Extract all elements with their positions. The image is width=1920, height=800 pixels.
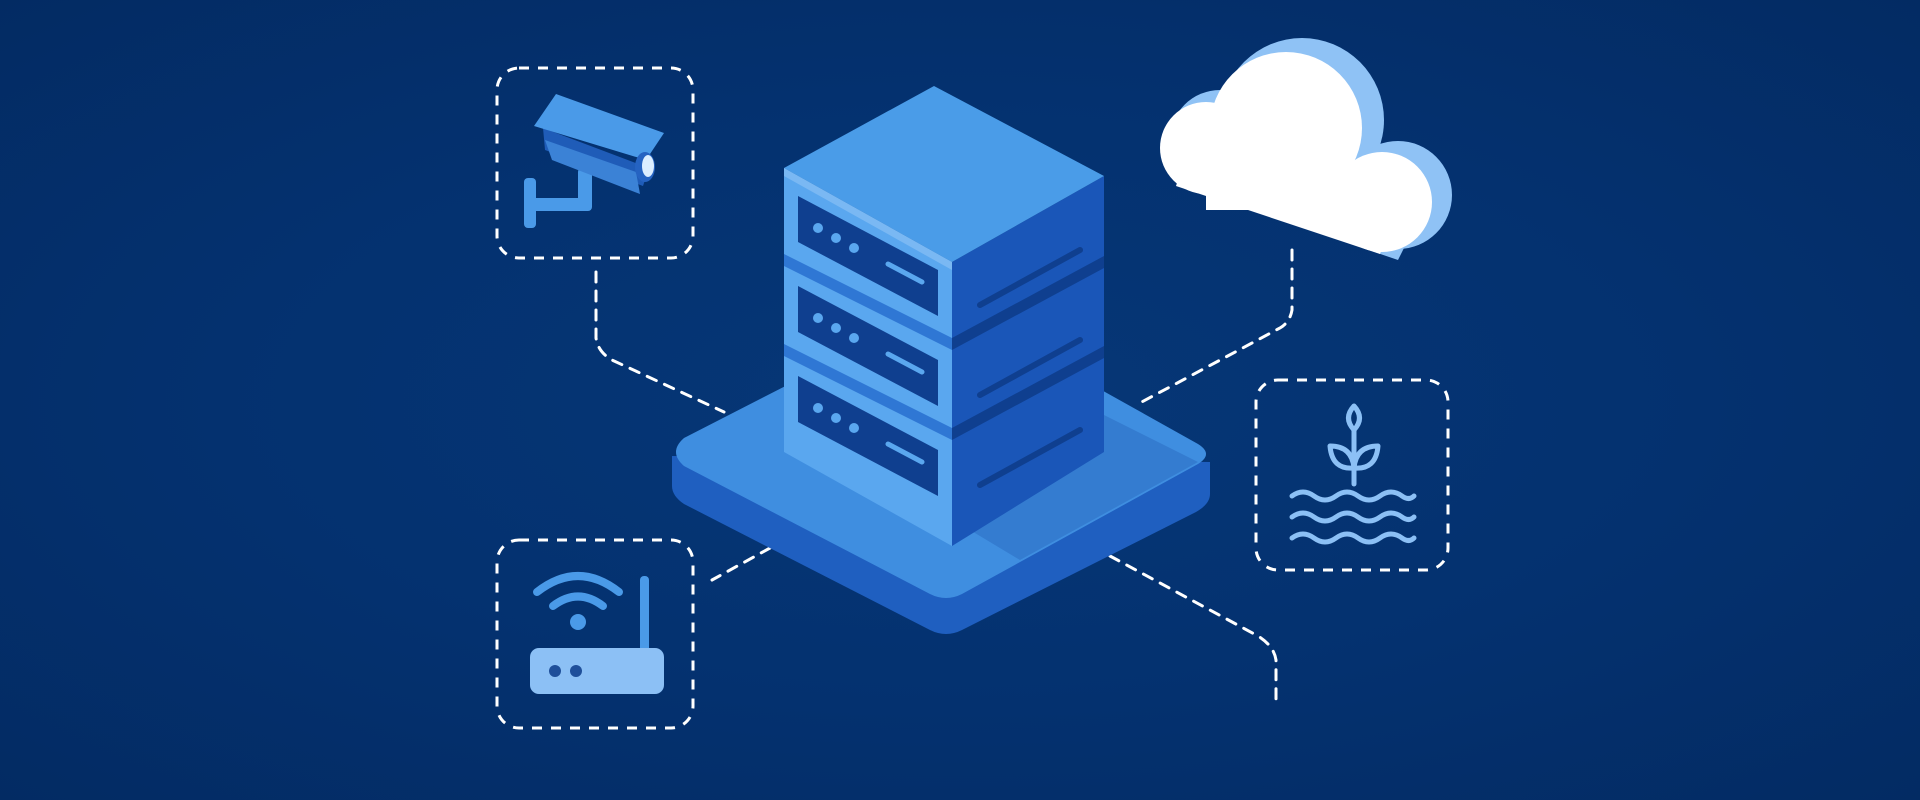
- environment-box-border: [1254, 378, 1450, 572]
- security-camera-icon: [524, 94, 664, 228]
- server-unit-2: [798, 286, 938, 406]
- server-unit-1: [798, 196, 938, 316]
- connector-camera: [594, 270, 726, 414]
- plant-water-icon: [1289, 403, 1417, 545]
- router-box-border: [495, 538, 695, 730]
- wifi-router-icon: [530, 572, 664, 694]
- cloud-icon: [1160, 38, 1452, 260]
- server-rack-icon: [784, 86, 1104, 546]
- router-box: [495, 538, 695, 730]
- environment-box: [1254, 378, 1450, 572]
- camera-box-border: [495, 66, 695, 260]
- connector-router: [710, 546, 772, 582]
- camera-box: [495, 66, 695, 260]
- connector-lines: [594, 248, 1294, 707]
- server-unit-3: [798, 376, 938, 496]
- connector-bottom-right: [1108, 554, 1278, 707]
- connector-cloud: [1136, 248, 1294, 406]
